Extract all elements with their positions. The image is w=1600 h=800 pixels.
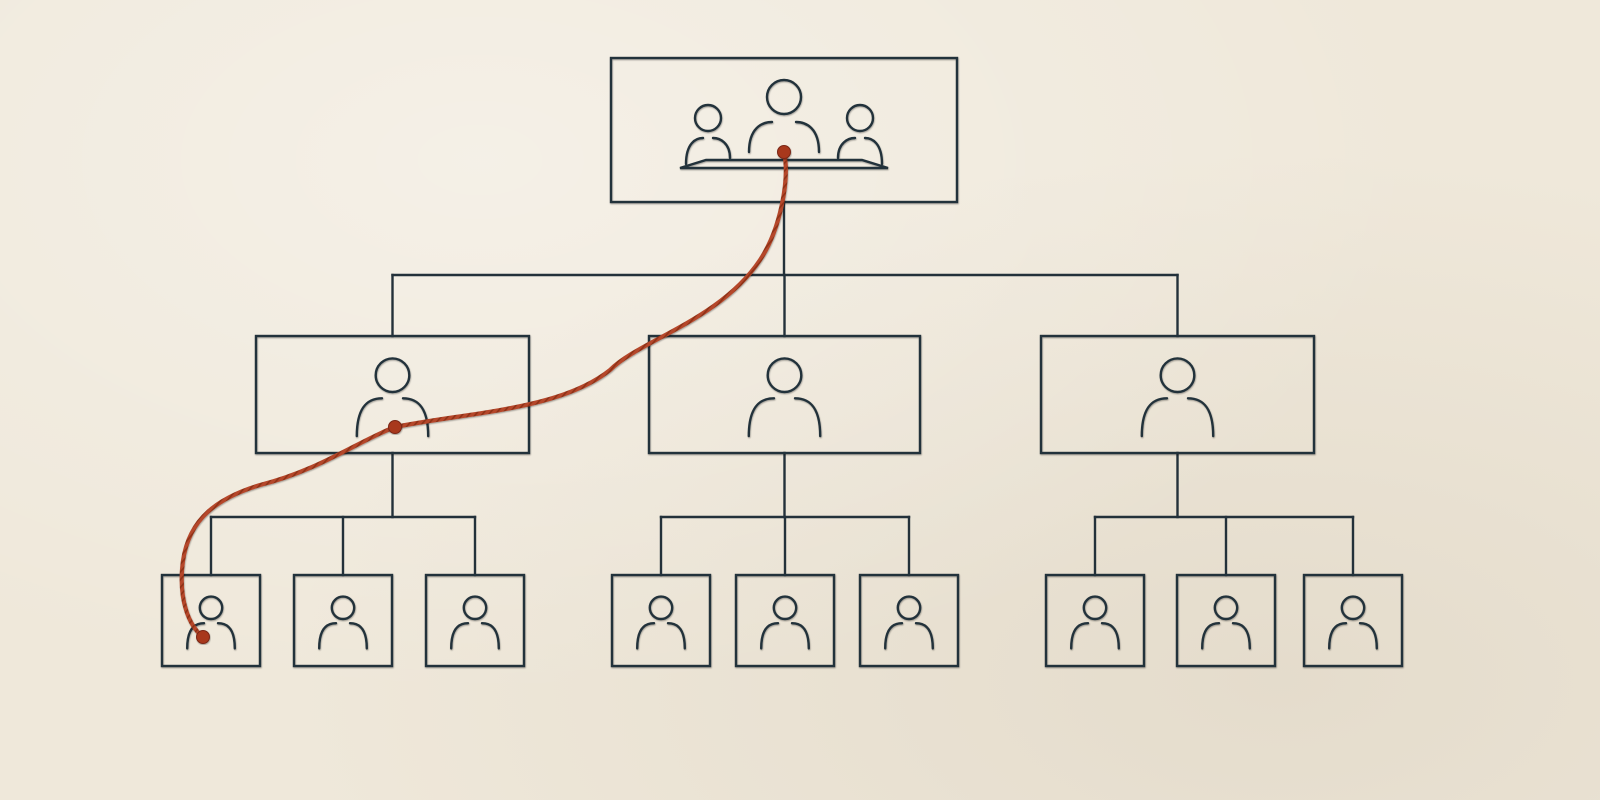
node-member-r2 [1175, 573, 1277, 668]
person-icon [318, 595, 368, 650]
node-member-c1 [610, 573, 712, 668]
person-icon [1201, 595, 1251, 650]
node-member-l3 [424, 573, 526, 668]
person-icon [355, 357, 430, 438]
node-member-c2 [734, 573, 836, 668]
person-icon [1070, 595, 1120, 650]
string-knot-1 [777, 145, 791, 159]
node-manager-left-frame [254, 334, 531, 455]
person-icon [760, 595, 810, 650]
node-member-l1 [160, 573, 262, 668]
node-manager-center-frame [647, 334, 922, 455]
group-of-three-at-table-icon [679, 78, 889, 170]
node-member-c3 [858, 573, 960, 668]
person-icon [636, 595, 686, 650]
node-member-l1-frame [160, 573, 262, 668]
person-icon [747, 357, 822, 438]
node-member-r1 [1044, 573, 1146, 668]
person-icon [1140, 357, 1215, 438]
node-member-l2-frame [292, 573, 394, 668]
node-manager-left [254, 334, 531, 455]
node-member-c1-frame [610, 573, 712, 668]
connector-lines [209, 200, 1355, 577]
string-knot-2 [388, 420, 402, 434]
node-member-r3-frame [1302, 573, 1404, 668]
red-string [179, 145, 791, 644]
node-member-l3-frame [424, 573, 526, 668]
node-member-r2-frame [1175, 573, 1277, 668]
node-boxes [160, 56, 1404, 668]
node-member-r1-frame [1044, 573, 1146, 668]
node-member-c3-frame [858, 573, 960, 668]
string-knot-3 [196, 630, 210, 644]
person-icon [186, 595, 236, 650]
node-manager-right-frame [1039, 334, 1316, 455]
person-icon [1328, 595, 1378, 650]
node-member-c2-frame [734, 573, 836, 668]
person-icon [884, 595, 934, 650]
node-manager-right [1039, 334, 1316, 455]
node-member-l2 [292, 573, 394, 668]
red-string-path [179, 149, 788, 640]
node-member-r3 [1302, 573, 1404, 668]
node-manager-center [647, 334, 922, 455]
person-icon [450, 595, 500, 650]
